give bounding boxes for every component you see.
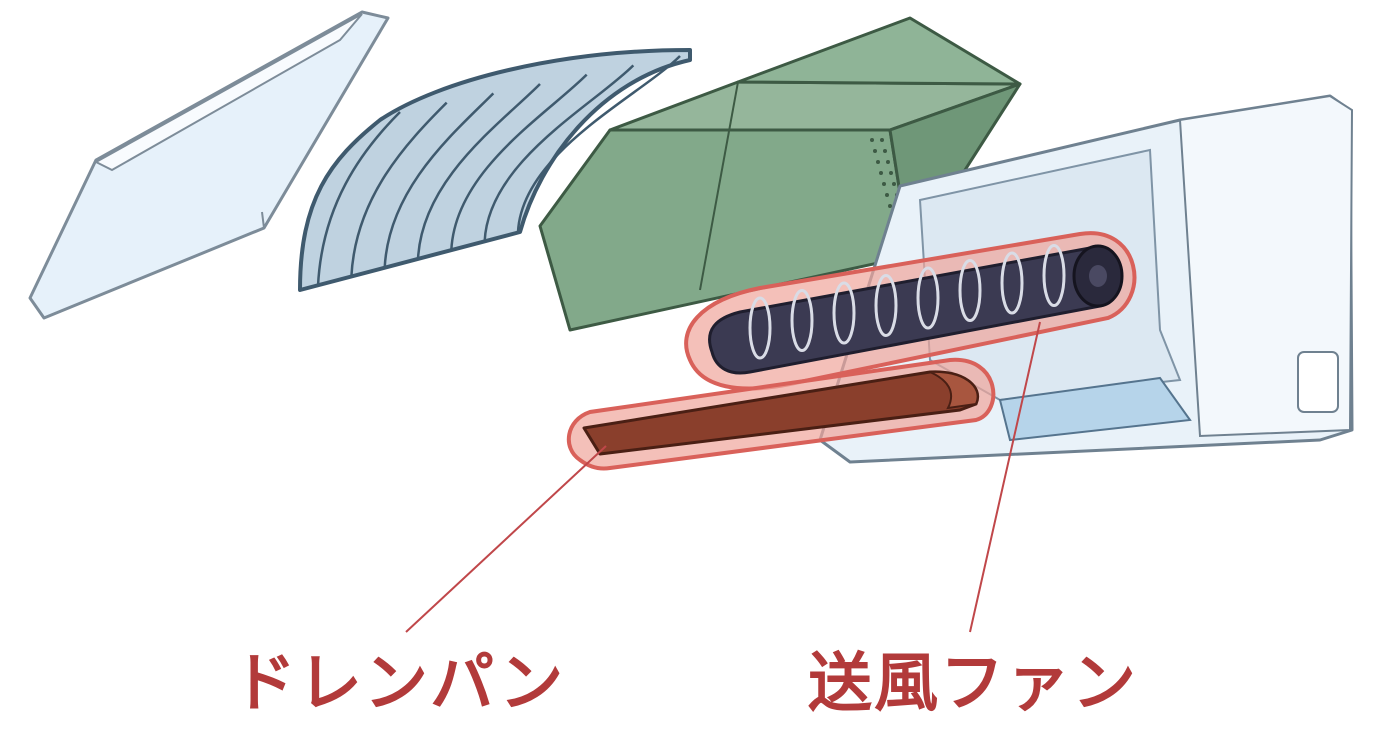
blower-fan-blade xyxy=(1000,251,1024,315)
blower-fan-icon xyxy=(684,231,1137,391)
indoor-unit-lower-coil xyxy=(998,376,1192,442)
heat-exchanger-perforation xyxy=(889,171,893,175)
blower-fan-hub xyxy=(1089,265,1107,287)
heat-exchanger-perforation xyxy=(870,138,874,142)
air-filter-rib xyxy=(383,92,495,269)
blower-fan-blade xyxy=(916,266,940,330)
air-filter-icon xyxy=(298,48,692,292)
air-filter-rib xyxy=(450,73,588,251)
air-filter-frame xyxy=(298,48,692,292)
blower-fan-leader-line xyxy=(969,321,1041,633)
front-panel-bevel xyxy=(93,13,363,172)
drain-pan-end xyxy=(929,370,979,410)
drain-pan-leader-line xyxy=(405,445,607,633)
blower-fan-blade xyxy=(790,289,814,352)
air-filter-rib xyxy=(350,101,448,278)
air-filter-ribs xyxy=(316,55,681,287)
drain-pan-icon xyxy=(566,357,996,471)
drain-pan-label: ドレンパン xyxy=(232,647,566,721)
blower-fan-blade xyxy=(832,281,856,345)
heat-exchanger-perforation xyxy=(888,204,892,208)
front-panel-edge xyxy=(29,211,266,320)
blower-fan-label: 送風ファン xyxy=(808,647,1138,721)
heat-exchanger-perforation xyxy=(882,182,886,186)
air-filter-rib xyxy=(516,55,681,233)
air-filter-rib xyxy=(483,64,635,242)
blower-fan-blade xyxy=(958,259,982,322)
heat-exchanger-perforation xyxy=(886,160,890,164)
heat-exchanger-perforation xyxy=(873,149,877,153)
front-panel-icon xyxy=(28,10,390,320)
heat-exchanger-perforation xyxy=(876,160,880,164)
blower-fan-blade xyxy=(1042,244,1066,307)
air-filter-rib xyxy=(416,83,541,260)
heat-exchanger-perforation xyxy=(883,149,887,153)
blower-fan-blade xyxy=(748,296,772,360)
heat-exchanger-top-wing xyxy=(736,16,1022,86)
heat-exchanger-perforation xyxy=(892,182,896,186)
heat-exchanger-perforation xyxy=(885,193,889,197)
heat-exchanger-perforation xyxy=(879,171,883,175)
indoor-unit-switch xyxy=(1297,351,1339,413)
blower-fan-blade xyxy=(874,274,898,337)
air-filter-rib xyxy=(316,111,401,287)
heat-exchanger-fold xyxy=(699,81,739,291)
heat-exchanger-perforation xyxy=(880,138,884,142)
heat-exchanger-icon xyxy=(538,16,1022,332)
blower-fan-blades xyxy=(748,244,1066,360)
